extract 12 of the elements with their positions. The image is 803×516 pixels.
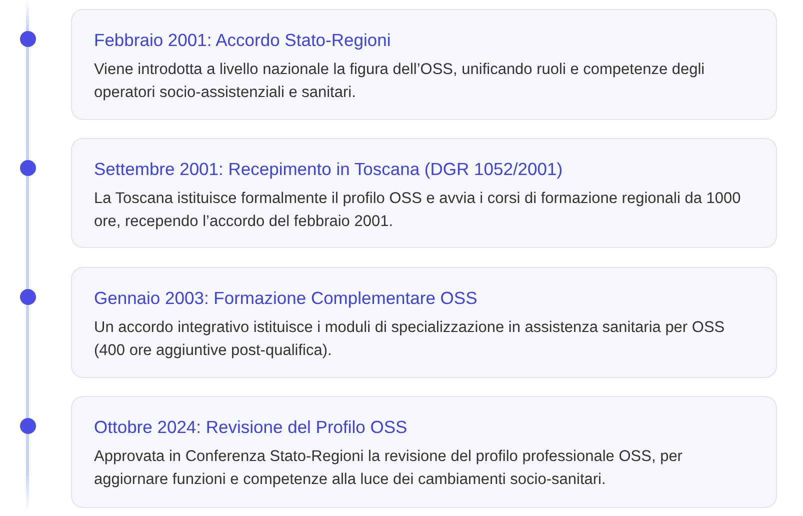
card-heading: Febbraio 2001: Accordo Stato-Regioni <box>94 29 391 52</box>
card-heading: Gennaio 2003: Formazione Complementare OSS <box>94 287 478 310</box>
timeline-card <box>71 9 777 120</box>
timeline-card <box>71 396 777 508</box>
timeline-card <box>71 138 777 248</box>
card-description: Un accordo integrativo istituisce i moduli di specializzazione in assistenza sanitaria per OSS (400 ore aggiuntive post-qualifica). <box>94 318 726 361</box>
card-description: La Toscana istituisce formalmente il profilo OSS e avvia i corsi di formazione regionali da 1000 ore, recependo l’accordo del febbraio 2001. <box>94 189 742 232</box>
timeline-card <box>71 267 777 378</box>
card-description: Viene introdotta a livello nazionale la figura dell’OSS, unificando ruoli e competenze degli operatori socio-assistenziali e sanitari. <box>94 60 706 103</box>
card-description: Approvata in Conferenza Stato-Regioni la revisione del profilo professionale OSS, per aggiornare funzioni e competenze alla luce dei cambiamenti socio-sanitari. <box>94 447 684 490</box>
card-heading: Settembre 2001: Recepimento in Toscana (DGR 1052/2001) <box>94 158 563 181</box>
card-heading: Ottobre 2024: Revisione del Profilo OSS <box>94 416 408 439</box>
